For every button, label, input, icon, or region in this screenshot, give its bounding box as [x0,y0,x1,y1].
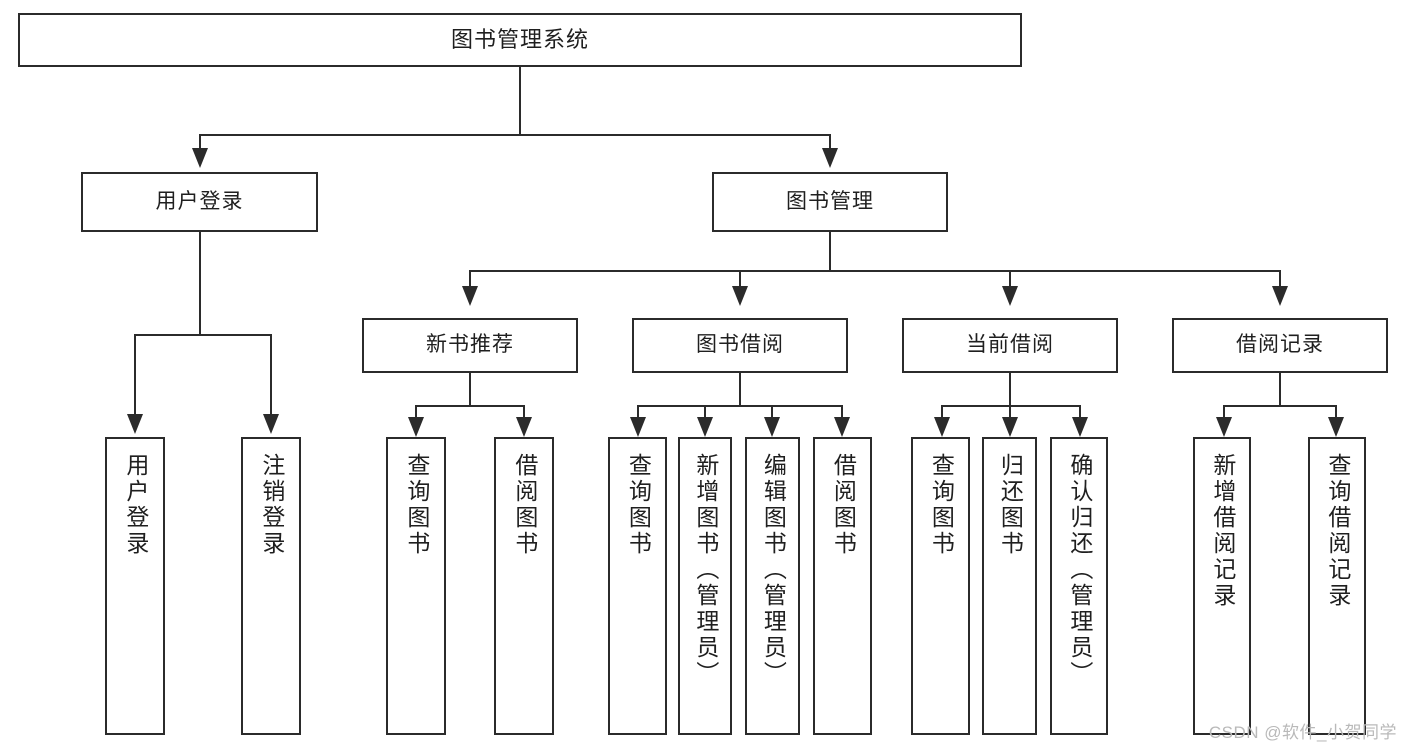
arrowhead-leaf-query-book-nb [408,417,424,437]
arrowhead-borrow-record [1272,286,1288,306]
arrowhead-leaf-logout [263,414,279,434]
leaf-label: 确认归还（管理员） [1066,453,1093,687]
connector-borrow-record-child-2 [1335,405,1337,423]
leaf-label: 查询图书 [625,453,652,557]
arrowhead-leaf-query-record [1328,417,1344,437]
arrowhead-leaf-add-book [697,417,713,437]
leaf-query-book-current[interactable]: 查询图书 [911,437,970,735]
connector-book-borrow-child-2 [704,405,706,423]
connector-level2-bus [199,134,831,136]
node-user-login[interactable]: 用户登录 [81,172,318,232]
leaf-confirm-return-admin[interactable]: 确认归还（管理员） [1050,437,1108,735]
leaf-add-book-admin[interactable]: 新增图书（管理员） [678,437,732,735]
connector-current-borrow-child-1 [941,405,943,423]
connector-to-borrow-record [1279,270,1281,292]
connector-current-borrow-child-3 [1079,405,1081,423]
connector-book-management-stem [829,232,831,272]
arrowhead-leaf-confirm-return [1072,417,1088,437]
connector-new-book-bus [415,405,525,407]
connector-root-stem [519,67,521,135]
connector-book-borrow-child-1 [637,405,639,423]
leaf-return-book[interactable]: 归还图书 [982,437,1037,735]
leaf-query-book-new[interactable]: 查询图书 [386,437,446,735]
connector-book-borrow-bus [637,405,843,407]
node-label: 当前借阅 [966,333,1054,357]
arrowhead-current-borrow [1002,286,1018,306]
leaf-label: 查询图书 [403,453,430,557]
arrowhead-leaf-add-record [1216,417,1232,437]
leaf-label: 新增图书（管理员） [692,453,719,687]
node-label: 借阅记录 [1236,333,1324,357]
node-current-borrow[interactable]: 当前借阅 [902,318,1118,373]
arrowhead-leaf-user-login [127,414,143,434]
leaf-user-login[interactable]: 用户登录 [105,437,165,735]
connector-borrow-record-child-1 [1223,405,1225,423]
arrowhead-leaf-borrow-book-nb [516,417,532,437]
arrowhead-leaf-borrow-book-bb [834,417,850,437]
arrowhead-leaf-edit-book [764,417,780,437]
leaf-edit-book-admin[interactable]: 编辑图书（管理员） [745,437,800,735]
leaf-label: 编辑图书（管理员） [760,453,787,687]
connector-to-current-borrow [1009,270,1011,292]
connector-borrow-record-bus [1223,405,1337,407]
leaf-label: 借阅图书 [511,453,538,557]
connector-book-borrow-child-3 [771,405,773,423]
connector-new-book-child-1 [415,405,417,423]
arrowhead-leaf-query-book-bb [630,417,646,437]
leaf-logout[interactable]: 注销登录 [241,437,301,735]
leaf-label: 用户登录 [122,453,149,557]
arrowhead-user-login [192,148,208,168]
leaf-add-borrow-record[interactable]: 新增借阅记录 [1193,437,1251,735]
connector-to-book-borrow [739,270,741,292]
arrowhead-leaf-return-book [1002,417,1018,437]
node-label: 用户登录 [155,189,244,213]
connector-user-login-child-2 [270,334,272,420]
connector-user-login-bus [134,334,272,336]
connector-to-book-management [829,134,831,154]
arrowhead-new-book [462,286,478,306]
connector-user-login-stem [199,232,201,336]
connector-user-login-child-1 [134,334,136,420]
connector-current-borrow-child-2 [1009,405,1011,423]
arrowhead-book-management [822,148,838,168]
connector-to-new-book [469,270,471,292]
node-label: 图书借阅 [696,333,784,357]
leaf-borrow-book[interactable]: 借阅图书 [813,437,872,735]
node-label: 图书管理系统 [450,27,589,53]
connector-book-borrow-child-4 [841,405,843,423]
leaf-query-book-borrow[interactable]: 查询图书 [608,437,667,735]
leaf-query-borrow-record[interactable]: 查询借阅记录 [1308,437,1366,735]
connector-current-borrow-stem [1009,373,1011,407]
leaf-label: 注销登录 [258,453,285,557]
leaf-borrow-book-new[interactable]: 借阅图书 [494,437,554,735]
arrowhead-book-borrow [732,286,748,306]
connector-new-book-child-2 [523,405,525,423]
node-new-book-recommend[interactable]: 新书推荐 [362,318,578,373]
connector-new-book-stem [469,373,471,407]
leaf-label: 归还图书 [997,453,1024,557]
connector-to-user-login [199,134,201,154]
connector-borrow-record-stem [1279,373,1281,407]
node-book-management-system[interactable]: 图书管理系统 [18,13,1022,67]
node-book-borrow[interactable]: 图书借阅 [632,318,848,373]
node-label: 新书推荐 [426,333,514,357]
connector-book-borrow-stem [739,373,741,407]
leaf-label: 查询借阅记录 [1324,453,1351,609]
node-book-management[interactable]: 图书管理 [712,172,948,232]
connector-level3-bus [469,270,1281,272]
leaf-label: 查询图书 [928,453,955,557]
connector-current-borrow-bus [941,405,1081,407]
node-borrow-record[interactable]: 借阅记录 [1172,318,1388,373]
leaf-label: 新增借阅记录 [1209,453,1236,609]
arrowhead-leaf-query-book-cb [934,417,950,437]
leaf-label: 借阅图书 [830,453,857,557]
node-label: 图书管理 [786,189,874,213]
